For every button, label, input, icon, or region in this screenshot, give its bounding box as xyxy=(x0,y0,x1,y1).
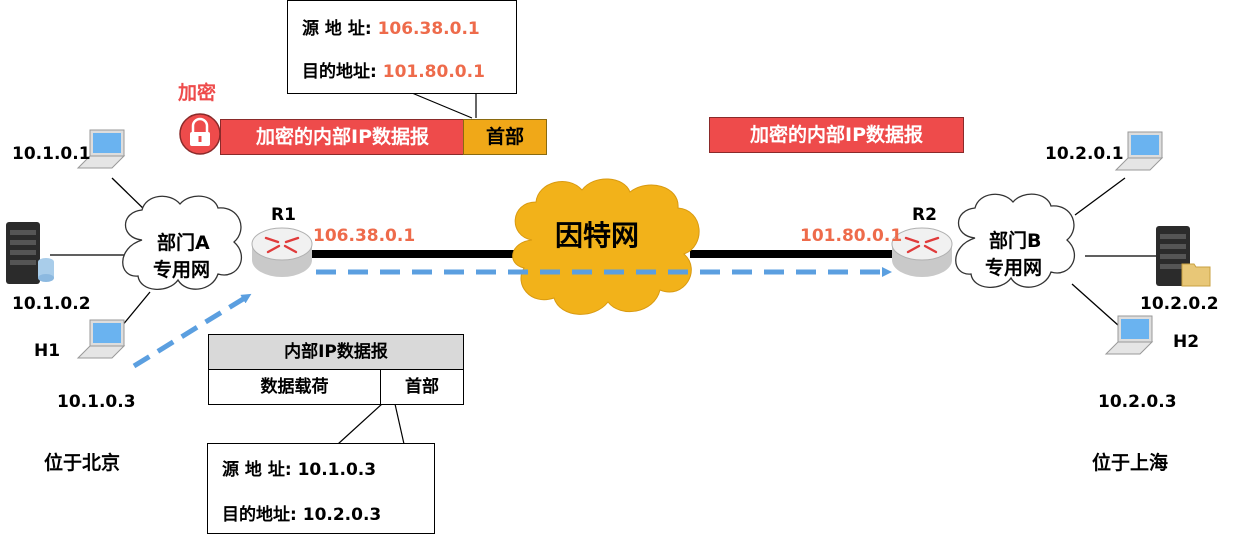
top-src-label: 源 地 址: xyxy=(302,19,372,39)
encrypted-packet-right-body: 加密的内部IP数据报 xyxy=(709,117,964,153)
top-dst-value: 101.80.0.1 xyxy=(382,62,485,82)
router-r2-ip: 101.80.0.1 xyxy=(800,226,903,246)
bottom-header-box: 源 地 址: 10.1.0.3 目的地址: 10.2.0.3 xyxy=(207,443,435,534)
laptop-icon xyxy=(76,129,126,169)
host-name-label: H2 xyxy=(1173,332,1200,352)
inner-datagram-payload: 数据载荷 xyxy=(208,369,381,405)
host-name-label: H1 xyxy=(34,341,61,361)
server-icon xyxy=(1156,226,1211,287)
host-ip-label: 10.1.0.1 xyxy=(12,144,91,164)
dept-b-label-line2: 专用网 xyxy=(985,257,1043,279)
dept-b-cloud xyxy=(955,193,1076,288)
host-ip-label: 10.2.0.1 xyxy=(1045,144,1124,164)
bottom-callout-pointer xyxy=(337,403,405,445)
bottom-src-label: 源 地 址: xyxy=(222,460,292,480)
bottom-dst-label: 目的地址: xyxy=(222,505,297,525)
top-dst-label: 目的地址: xyxy=(302,62,377,82)
host-ip-label: 10.2.0.3 xyxy=(1098,392,1177,412)
host-ip-label: 10.1.0.2 xyxy=(12,294,91,314)
location-label: 位于北京 xyxy=(44,452,121,474)
router-r2-name: R2 xyxy=(912,205,937,225)
laptop-icon xyxy=(76,319,126,359)
inner-datagram-title: 内部IP数据报 xyxy=(208,334,464,370)
link-h201-line xyxy=(1074,177,1126,216)
bottom-src-value: 10.1.0.3 xyxy=(297,460,377,480)
top-src-value: 106.38.0.1 xyxy=(377,19,480,39)
router-r1-ip: 106.38.0.1 xyxy=(313,226,416,246)
internet-label: 因特网 xyxy=(555,219,640,252)
host-ip-label: 10.1.0.3 xyxy=(57,392,136,412)
laptop-icon xyxy=(1104,315,1154,355)
host-ip-label: 10.2.0.2 xyxy=(1140,294,1219,314)
lock-icon xyxy=(179,113,221,155)
inner-datagram-header: 首部 xyxy=(380,369,464,405)
internet-cloud xyxy=(512,178,700,315)
bottom-dst-value: 10.2.0.3 xyxy=(302,505,382,525)
tunnel-arrow-up xyxy=(132,293,252,369)
router-r2 xyxy=(891,227,953,277)
top-header-box: 源 地 址: 106.38.0.1 目的地址: 101.80.0.1 xyxy=(287,0,517,94)
dept-a-cloud xyxy=(122,195,243,290)
server-icon xyxy=(6,222,54,284)
encrypt-label: 加密 xyxy=(178,82,217,104)
top-callout-pointer xyxy=(411,92,477,119)
dept-a-label-line2: 专用网 xyxy=(153,259,211,281)
router-r1 xyxy=(251,227,313,277)
dept-b-label-line1: 部门B xyxy=(989,230,1042,252)
encrypted-packet-left-header: 首部 xyxy=(463,119,547,155)
laptop-icon xyxy=(1114,131,1164,171)
location-label: 位于上海 xyxy=(1092,452,1169,474)
encrypted-packet-left-body: 加密的内部IP数据报 xyxy=(220,119,465,155)
router-r1-name: R1 xyxy=(271,205,296,225)
dept-a-label-line1: 部门A xyxy=(157,232,210,254)
